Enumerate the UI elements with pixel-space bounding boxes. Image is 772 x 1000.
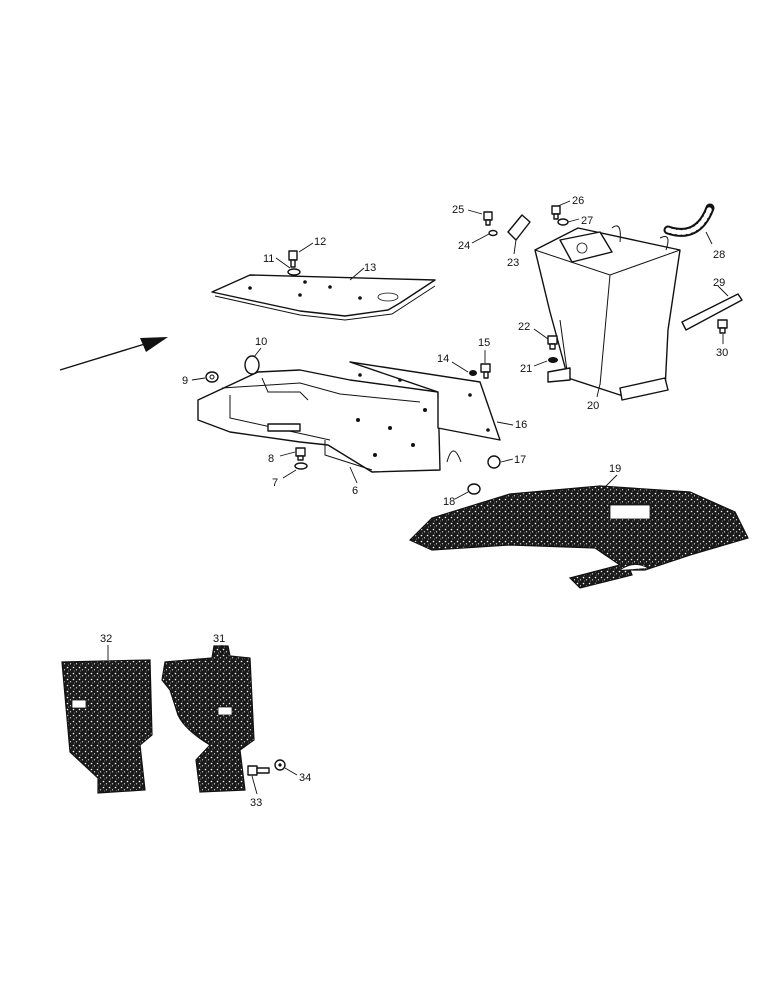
- leader-lines: [107, 200, 729, 795]
- callout-20: 20: [587, 400, 599, 412]
- felt-panel-32: [61, 659, 153, 794]
- bolt-8: [295, 447, 306, 461]
- washer-24: [488, 229, 498, 237]
- callout-24: 24: [458, 240, 470, 252]
- column-support: [534, 225, 681, 401]
- top-plate: [211, 274, 436, 321]
- cap-10: [244, 355, 260, 375]
- callout-25: 25: [452, 204, 464, 216]
- callout-19: 19: [609, 463, 621, 475]
- callout-13: 13: [364, 262, 376, 274]
- hose-28: [663, 203, 715, 237]
- washer-21: [548, 357, 558, 363]
- callout-23: 23: [507, 257, 519, 269]
- bolt-25: [483, 211, 493, 226]
- callout-labels: 6 7 8 9 10 11 12 13 14 15 16 17 18 19 20…: [100, 195, 728, 809]
- callout-15: 15: [478, 337, 490, 349]
- bolt-30: [717, 319, 728, 334]
- callout-8: 8: [268, 453, 274, 465]
- callout-11: 11: [263, 253, 274, 265]
- bolt-15: [480, 363, 491, 379]
- callout-31: 31: [213, 633, 225, 645]
- callout-32: 32: [100, 633, 112, 645]
- callout-30: 30: [716, 347, 728, 359]
- side-panel: [349, 361, 501, 441]
- bracket-23: [507, 214, 531, 241]
- callout-29: 29: [713, 277, 725, 289]
- floor-mat: [408, 485, 749, 589]
- bolt-33: [247, 765, 270, 776]
- direction-arrow-icon: [59, 337, 168, 371]
- callout-33: 33: [250, 797, 262, 809]
- callout-34: 34: [299, 772, 311, 784]
- main-housing: [197, 369, 462, 473]
- callout-10: 10: [255, 336, 267, 348]
- callout-12: 12: [314, 236, 326, 248]
- washer-27: [557, 218, 569, 226]
- callout-6: 6: [352, 485, 358, 497]
- felt-panel-31: [161, 645, 255, 793]
- washer-14: [469, 370, 477, 376]
- bolt-26: [551, 205, 561, 220]
- strip-29: [681, 293, 743, 331]
- nut-9: [205, 371, 219, 383]
- callout-27: 27: [581, 215, 593, 227]
- callout-17: 17: [514, 454, 526, 466]
- callout-22: 22: [518, 321, 530, 333]
- callout-7: 7: [272, 477, 278, 489]
- callout-9: 9: [182, 375, 188, 387]
- callout-14: 14: [437, 353, 449, 365]
- callout-21: 21: [520, 363, 532, 375]
- callout-16: 16: [515, 419, 527, 431]
- nut-17: [487, 455, 501, 469]
- washer-34: [274, 759, 286, 771]
- bolt-22: [547, 335, 558, 350]
- washer-11: [287, 268, 301, 276]
- callout-26: 26: [572, 195, 584, 207]
- callout-18: 18: [443, 496, 455, 508]
- cap-18: [467, 483, 481, 495]
- washer-7: [294, 462, 308, 470]
- bolt-12: [288, 250, 298, 268]
- callout-28: 28: [713, 249, 725, 261]
